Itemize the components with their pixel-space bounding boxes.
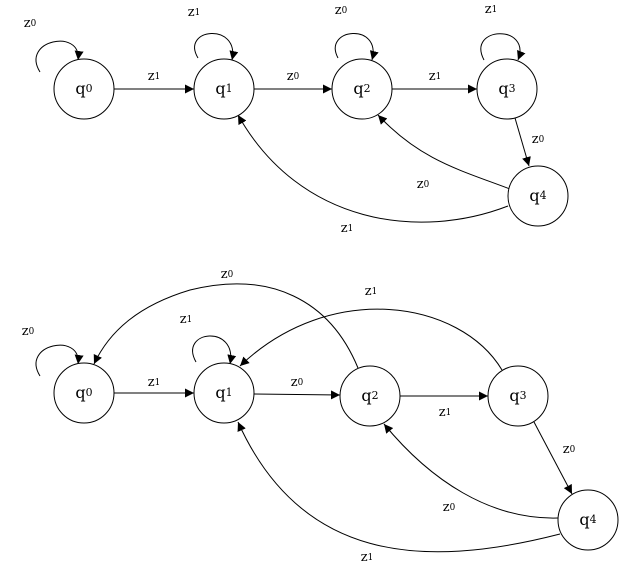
- state-label: q3: [498, 79, 515, 98]
- transition-q3-to-q4: [533, 421, 573, 495]
- transition-q1-to-q2: [253, 390, 341, 400]
- transition-q0-to-q0: [35, 344, 84, 377]
- state-circle: [53, 58, 115, 120]
- state-label: q4: [579, 510, 596, 529]
- state-circle: [487, 365, 549, 427]
- state-circle: [507, 165, 569, 227]
- transition-q2-to-q0: [93, 283, 359, 369]
- state-q2: q2: [339, 365, 401, 427]
- transition-label: z1: [188, 5, 200, 20]
- state-circle: [193, 362, 255, 424]
- transition-arrow: [237, 421, 561, 553]
- state-q4: q4: [507, 165, 569, 227]
- state-label: q0: [75, 79, 92, 98]
- transition-label: z1: [439, 405, 451, 420]
- transition-arrow: [192, 335, 237, 365]
- transition-label: z0: [24, 16, 37, 31]
- state-q3: q3: [476, 58, 538, 120]
- transition-label: z1: [148, 375, 160, 390]
- transition-q0-to-q0: [35, 40, 84, 73]
- transition-label: z0: [221, 267, 234, 282]
- state-circle: [193, 58, 255, 120]
- state-label: q1: [215, 79, 232, 98]
- transition-q4-to-q1: [237, 421, 561, 553]
- transition-label: z1: [485, 2, 497, 17]
- state-circle: [557, 489, 619, 551]
- state-q3: q3: [487, 365, 549, 427]
- state-q4: q4: [557, 489, 619, 551]
- state-q2: q2: [331, 58, 393, 120]
- transition-arrow: [383, 423, 559, 519]
- transition-label: z1: [341, 221, 353, 236]
- transition-arrow: [237, 114, 509, 223]
- state-label: q3: [509, 386, 526, 405]
- transition-q4-to-q2: [383, 423, 559, 519]
- transition-label: z0: [563, 442, 576, 457]
- transition-q2-to-q2: [334, 33, 379, 61]
- transition-label: z1: [429, 69, 441, 84]
- transition-arrow: [480, 33, 526, 61]
- state-circle: [331, 58, 393, 120]
- transition-q3-to-q1: [239, 308, 503, 371]
- transition-q1-to-q1: [194, 33, 239, 61]
- transition-label: z0: [287, 69, 300, 84]
- state-label: q1: [215, 383, 232, 402]
- state-q1: q1: [193, 58, 255, 120]
- transition-arrow: [93, 283, 359, 369]
- transition-q3-to-q4: [514, 117, 531, 167]
- state-q0: q0: [53, 362, 115, 424]
- transition-arrow: [253, 390, 341, 400]
- transition-q3-to-q3: [480, 33, 526, 61]
- state-circle: [476, 58, 538, 120]
- state-circle: [339, 365, 401, 427]
- state-label: q2: [361, 386, 378, 405]
- transition-arrow: [334, 33, 379, 61]
- transition-arrow: [35, 344, 84, 377]
- transition-label: z0: [417, 177, 430, 192]
- transition-q4-to-q1: [237, 114, 509, 223]
- state-circle: [53, 362, 115, 424]
- transition-arrow: [514, 117, 531, 167]
- transition-label: z0: [532, 132, 545, 147]
- transition-label: z0: [291, 375, 304, 390]
- transition-q4-to-q2: [377, 114, 511, 190]
- state-label: q0: [75, 383, 92, 402]
- state-label: q4: [529, 186, 546, 205]
- state-label: q2: [353, 79, 370, 98]
- transition-label: z0: [443, 500, 456, 515]
- transition-q1-to-q1: [192, 335, 237, 365]
- transition-arrow: [533, 421, 573, 495]
- state-q1: q1: [193, 362, 255, 424]
- transition-label: z0: [335, 3, 348, 18]
- transition-arrow: [35, 40, 84, 73]
- state-q0: q0: [53, 58, 115, 120]
- transition-label: z1: [180, 312, 192, 327]
- transition-arrow: [194, 33, 239, 61]
- transition-label: z1: [148, 69, 160, 84]
- transition-arrow: [377, 114, 511, 190]
- transition-label: z0: [22, 324, 35, 339]
- transition-arrow: [239, 308, 503, 371]
- transition-label: z1: [365, 284, 377, 299]
- transition-label: z1: [361, 550, 373, 565]
